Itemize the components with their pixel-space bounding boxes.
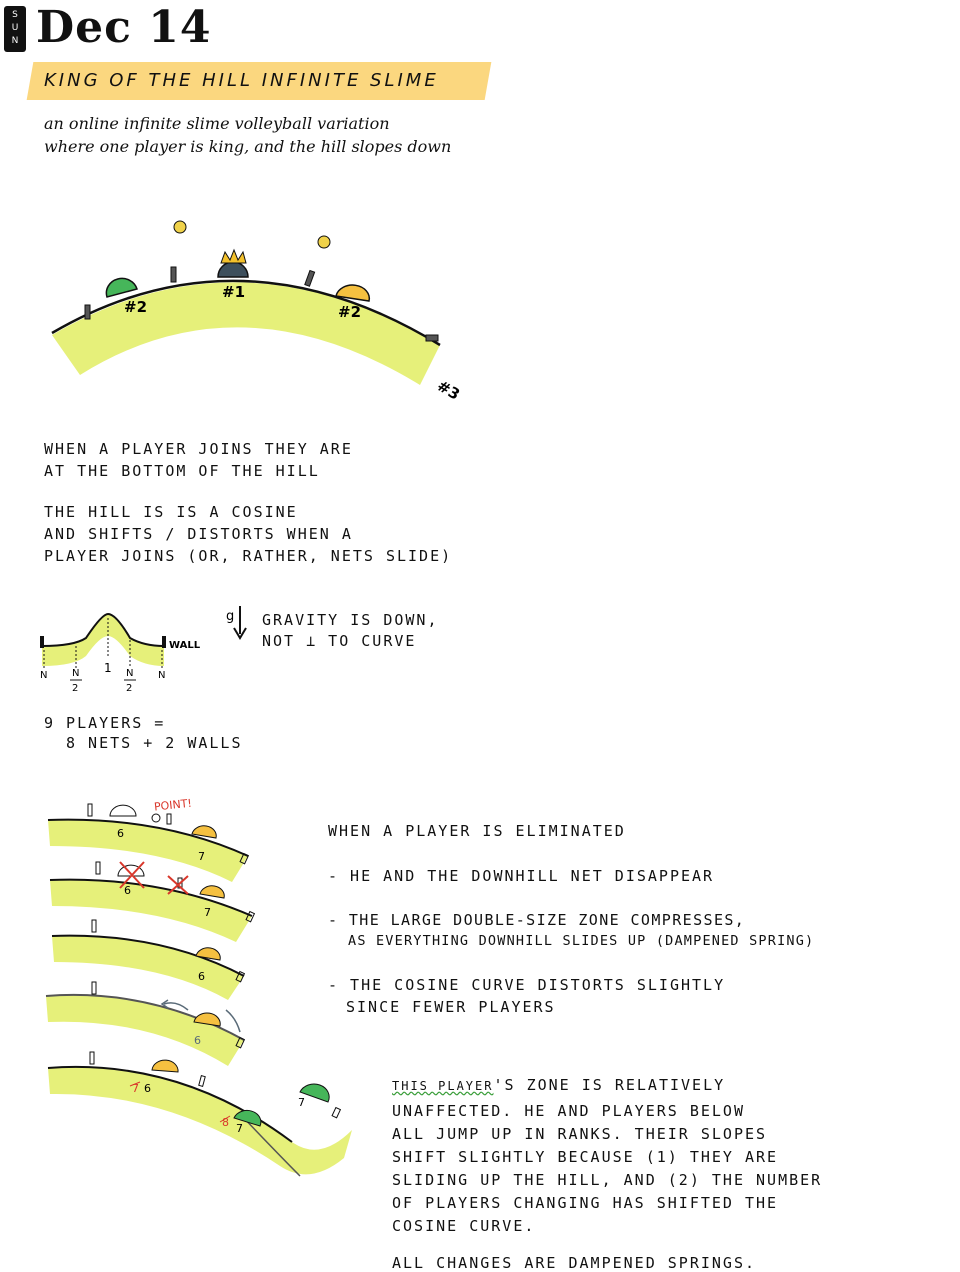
fraction-label: 1 <box>104 661 112 675</box>
crossed-number: 8 <box>222 1116 229 1129</box>
panel-3: 6 <box>51 919 246 1000</box>
cosine-diagram: WALL N N 2 1 N 2 N <box>40 612 201 694</box>
cosine-band <box>42 614 164 666</box>
conclusion-line: ALL JUMP UP IN RANKS. THEIR SLOPES <box>392 1125 768 1143</box>
conclusion-suffix: 'S ZONE IS RELATIVELY <box>493 1076 726 1094</box>
gravity-arrow-icon: g <box>226 606 247 640</box>
zone-number: 7 <box>204 906 211 919</box>
day-letter: S <box>12 10 18 20</box>
conclusion-final: ALL CHANGES ARE DAMPENED SPRINGS. <box>392 1254 757 1272</box>
gravity-note-1: GRAVITY IS DOWN, <box>262 611 439 629</box>
elim-line-1: WHEN A PLAYER IS ELIMINATED <box>328 822 626 840</box>
hill-band <box>52 282 440 385</box>
wall <box>162 636 166 648</box>
page-date: Dec 14 <box>36 2 212 53</box>
zone-number: 7 <box>298 1096 305 1109</box>
zone-number: 7 <box>198 850 205 863</box>
elim-line-4: AS EVERYTHING DOWNHILL SLIDES UP (DAMPEN… <box>348 933 815 949</box>
fraction-denominator: 2 <box>126 683 132 694</box>
cosine-curve <box>41 612 165 647</box>
elim-line-6: SINCE FEWER PLAYERS <box>346 998 556 1016</box>
elim-line-2: - HE AND THE DOWNHILL NET DISAPPEAR <box>328 867 715 885</box>
fraction-label: N <box>72 668 79 679</box>
page-title: KING OF THE HILL INFINITE SLIME <box>44 70 439 91</box>
gravity-note-2: NOT ⊥ TO CURVE <box>262 632 417 650</box>
king-slime <box>217 261 249 278</box>
point-label: POINT! <box>153 797 192 814</box>
net <box>170 266 177 283</box>
conclusion-line: SHIFT SLIGHTLY BECAUSE (1) THEY ARE <box>392 1148 779 1166</box>
players-line-2: 8 NETS + 2 WALLS <box>66 734 243 752</box>
zone-number: 6 <box>144 1082 151 1095</box>
zone-number: 6 <box>198 970 205 983</box>
hill-label: #1 <box>222 283 245 301</box>
hill-surface <box>51 279 441 347</box>
zone-number: 6 <box>194 1034 201 1047</box>
net <box>425 334 439 342</box>
intro-line-2: where one player is king, and the hill s… <box>44 137 452 156</box>
conclusion-line: UNAFFECTED. HE AND PLAYERS BELOW <box>392 1102 745 1120</box>
ball-icon <box>173 220 187 234</box>
green-slime <box>105 277 138 298</box>
wall <box>40 636 44 648</box>
panel-2: 6 7 <box>49 861 256 942</box>
g-label: g <box>226 609 234 624</box>
conclusion-line: SLIDING UP THE HILL, AND (2) THE NUMBER <box>392 1171 823 1189</box>
conclusion-line: OF PLAYERS CHANGING HAS SHIFTED THE <box>392 1194 779 1212</box>
conclusion-first-line: THIS PLAYER'S ZONE IS RELATIVELY <box>392 1076 725 1094</box>
net <box>84 304 91 320</box>
hill-label: #2 <box>124 298 147 316</box>
elim-line-3: - THE LARGE DOUBLE-SIZE ZONE COMPRESSES, <box>328 911 746 929</box>
fraction-label: N <box>40 670 47 681</box>
crown-icon <box>220 248 247 264</box>
fraction-denominator: 2 <box>72 683 78 694</box>
yellow-slime <box>335 284 371 302</box>
zone-number: 6 <box>117 827 124 840</box>
cosine-rule-1: THE HILL IS IS A COSINE <box>44 503 298 521</box>
cosine-rule-2: AND SHIFTS / DISTORTS WHEN A <box>44 525 353 543</box>
panel-5: 7 6 8 7 7 <box>47 1051 352 1177</box>
ball-icon <box>317 235 331 249</box>
hill-label: #2 <box>338 303 361 321</box>
elimination-sequence: POINT! 6 7 6 7 6 6 <box>45 797 352 1177</box>
cosine-rule-3: PLAYER JOINS (OR, RATHER, NETS SLIDE) <box>44 547 453 565</box>
join-rule-1: WHEN A PLAYER JOINS THEY ARE <box>44 440 353 458</box>
players-line-1: 9 PLAYERS = <box>44 714 166 732</box>
fraction-label: N <box>126 668 133 679</box>
highlighted-term: THIS PLAYER <box>392 1079 494 1093</box>
panel-4: 6 <box>45 981 246 1066</box>
crossed-number: 7 <box>132 1082 139 1095</box>
fraction-label: N <box>158 670 165 681</box>
elim-line-5: - THE COSINE CURVE DISTORTS SLIGHTLY <box>328 976 726 994</box>
day-tab: S U N <box>4 6 26 52</box>
zone-number: 7 <box>236 1122 243 1135</box>
wall-label: WALL <box>169 640 201 651</box>
hill-illustration: #2 #1 #2 #3 <box>51 220 463 404</box>
join-rule-2: AT THE BOTTOM OF THE HILL <box>44 462 320 480</box>
net <box>304 269 316 287</box>
conclusion-line: COSINE CURVE. <box>392 1217 536 1235</box>
zone-number: 6 <box>124 884 131 897</box>
day-letter: N <box>11 36 19 46</box>
intro-line-1: an online infinite slime volleyball vari… <box>44 114 390 133</box>
day-letter: U <box>11 23 19 33</box>
hill-label: #3 <box>434 377 463 404</box>
panel-1: POINT! 6 7 <box>47 797 250 882</box>
